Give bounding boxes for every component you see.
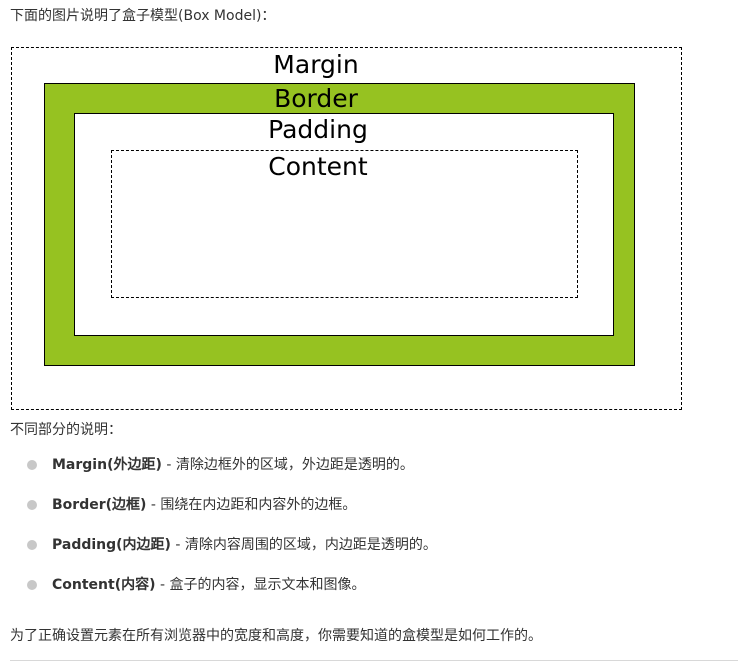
content-label: Content: [268, 152, 368, 181]
list-item: Content(内容) - 盒子的内容，显示文本和图像。: [0, 575, 437, 615]
summary-text: 为了正确设置元素在所有浏览器中的宽度和高度，你需要知道的盒模型是如何工作的。: [10, 628, 542, 644]
desc-content: - 盒子的内容，显示文本和图像。: [155, 577, 366, 593]
intro-text: 下面的图片说明了盒子模型(Box Model)：: [10, 8, 276, 24]
list-item: Margin(外边距) - 清除边框外的区域，外边距是透明的。: [0, 455, 437, 495]
padding-label: Padding: [268, 115, 368, 144]
bullet-icon: [27, 460, 37, 470]
bullet-icon: [27, 540, 37, 550]
content-area: [111, 150, 578, 298]
margin-area: [11, 47, 682, 410]
desc-border: - 围绕在内边距和内容外的边框。: [146, 497, 357, 513]
term-padding: Padding(内边距): [52, 537, 171, 553]
bullet-icon: [27, 500, 37, 510]
margin-label: Margin: [273, 50, 359, 79]
term-border: Border(边框): [52, 497, 147, 513]
box-model-diagram: Margin Border Padding Content: [11, 47, 682, 410]
divider: [10, 660, 738, 661]
desc-padding: - 清除内容周围的区域，内边距是透明的。: [170, 537, 437, 553]
parts-list: Margin(外边距) - 清除边框外的区域，外边距是透明的。 Border(边…: [0, 455, 437, 615]
desc-margin: - 清除边框外的区域，外边距是透明的。: [161, 457, 414, 473]
parts-heading: 不同部分的说明：: [10, 422, 122, 438]
bullet-icon: [27, 580, 37, 590]
list-item: Padding(内边距) - 清除内容周围的区域，内边距是透明的。: [0, 535, 437, 575]
term-margin: Margin(外边距): [52, 457, 162, 473]
list-item: Border(边框) - 围绕在内边距和内容外的边框。: [0, 495, 437, 535]
border-label: Border: [274, 84, 358, 113]
term-content: Content(内容): [52, 577, 156, 593]
